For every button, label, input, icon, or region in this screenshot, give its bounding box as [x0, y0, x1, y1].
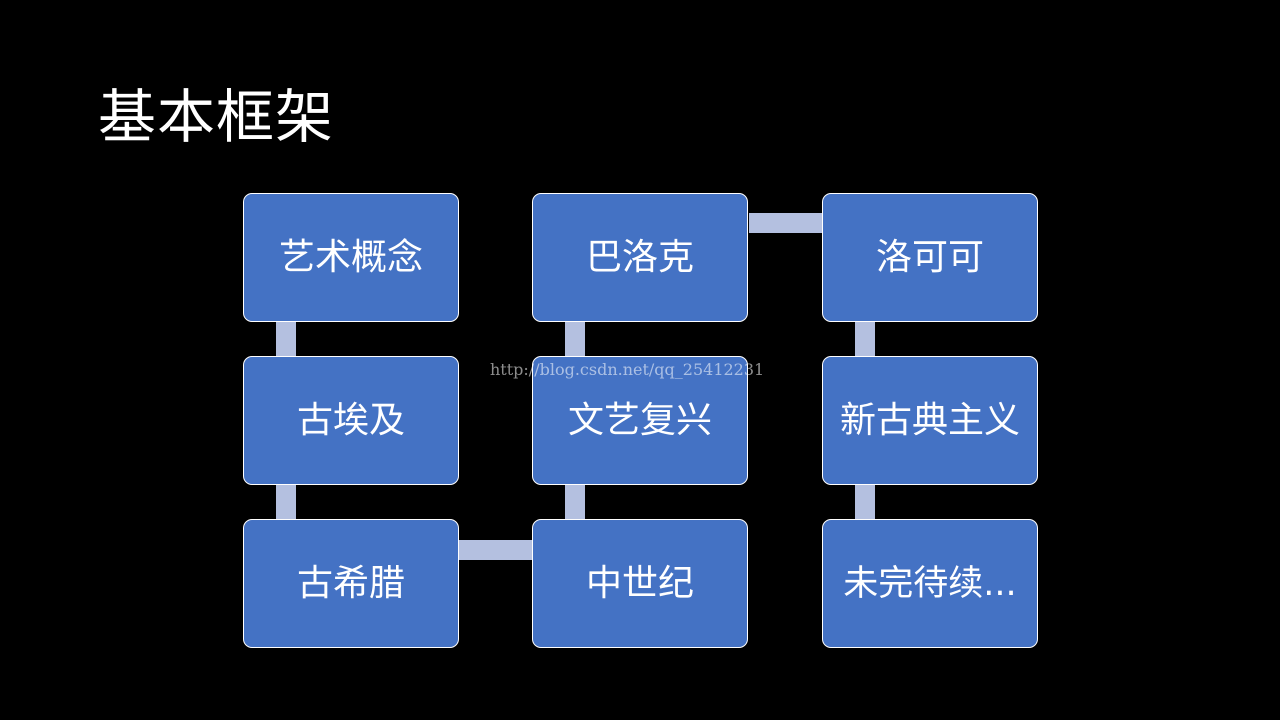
- connector-art-concept-egypt: [276, 322, 296, 356]
- watermark-url: http://blog.csdn.net/qq_25412231: [490, 360, 765, 379]
- node-baroque-label: 巴洛克: [585, 236, 694, 278]
- slide-title: 基本框架: [98, 83, 335, 151]
- node-rococo: 洛可可: [822, 193, 1038, 322]
- connector-baroque-rococo: [749, 213, 822, 233]
- node-ancient-greece: 古希腊: [243, 519, 459, 648]
- connector-greece-middle-ages: [459, 540, 532, 560]
- node-to-be-continued-label: 未完待续...: [843, 563, 1017, 604]
- node-neoclassicism: 新古典主义: [822, 356, 1038, 485]
- node-neoclassicism-label: 新古典主义: [839, 399, 1020, 441]
- node-to-be-continued: 未完待续...: [822, 519, 1038, 648]
- node-middle-ages: 中世纪: [532, 519, 748, 648]
- node-middle-ages-label: 中世纪: [585, 562, 694, 604]
- connector-egypt-greece: [276, 485, 296, 519]
- connector-neoclassicism-continued: [855, 485, 875, 519]
- connector-middle-ages-renaissance: [565, 485, 585, 519]
- node-baroque: 巴洛克: [532, 193, 748, 322]
- node-ancient-egypt: 古埃及: [243, 356, 459, 485]
- node-renaissance: 文艺复兴: [532, 356, 748, 485]
- connector-rococo-neoclassicism: [855, 322, 875, 356]
- node-art-concept-label: 艺术概念: [278, 236, 423, 278]
- node-renaissance-label: 文艺复兴: [567, 399, 712, 441]
- node-rococo-label: 洛可可: [875, 236, 984, 278]
- node-art-concept: 艺术概念: [243, 193, 459, 322]
- node-ancient-egypt-label: 古埃及: [296, 399, 405, 441]
- connector-renaissance-baroque: [565, 322, 585, 356]
- node-ancient-greece-label: 古希腊: [296, 562, 405, 604]
